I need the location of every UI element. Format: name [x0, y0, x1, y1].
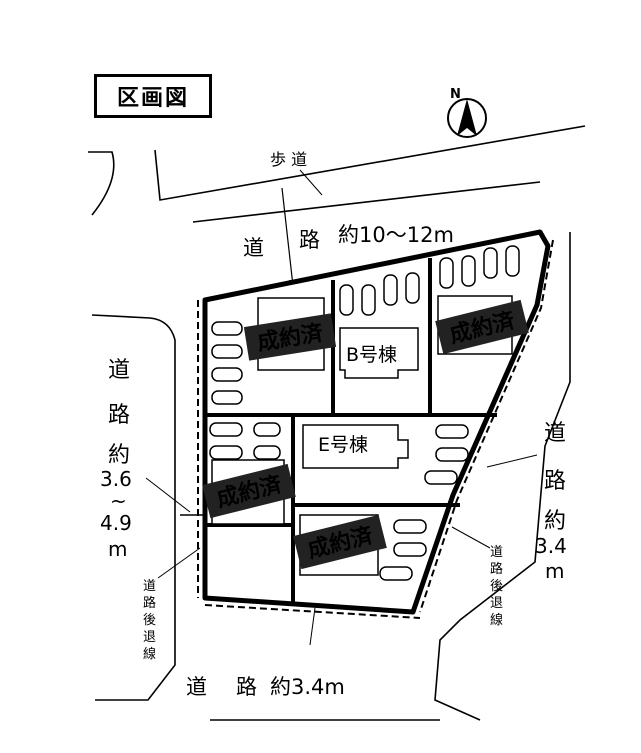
car-f-1 — [393, 519, 427, 534]
svg-text:後: 後 — [143, 613, 156, 628]
left-road-width-4: m — [108, 537, 127, 561]
right-setback-line — [419, 239, 554, 613]
right-road-width-1: 3.4 — [535, 534, 567, 558]
lot-b-label: B号棟 — [346, 344, 397, 366]
left-road-char-2: 路 — [108, 403, 130, 428]
svg-text:道: 道 — [490, 545, 503, 560]
car-b-4 — [405, 272, 420, 304]
car-a-1 — [211, 321, 243, 336]
right-road-char-3: 約 — [544, 509, 566, 534]
svg-text:後: 後 — [490, 579, 503, 594]
north-arrow-icon: N — [447, 87, 487, 138]
car-d-1 — [209, 422, 243, 437]
bottom-road-char-1: 道 — [186, 675, 207, 699]
left-road-width-2: ~ — [110, 489, 127, 513]
car-a-3 — [211, 367, 243, 382]
right-road-char-1: 道 — [544, 421, 566, 446]
car-d-2 — [209, 445, 243, 460]
svg-text:線: 線 — [490, 612, 503, 628]
svg-text:退: 退 — [143, 630, 156, 645]
top-road-width: 約10～12m — [338, 223, 454, 247]
lot-e-label: E号棟 — [318, 434, 368, 456]
sold-stamp-lot-a: 成約済 — [243, 313, 337, 361]
left-road-char-1: 道 — [108, 358, 130, 383]
car-b-2 — [361, 284, 376, 316]
car-f-3 — [379, 566, 413, 581]
right-setback-label: 道 路 後 退 線 — [490, 545, 503, 628]
bottom-setback-line — [204, 604, 421, 619]
left-road-width-1: 3.6 — [100, 467, 132, 491]
page-title: 区画図 — [94, 74, 212, 118]
car-d-4 — [253, 445, 281, 460]
road-edges — [88, 125, 586, 721]
car-c-4 — [505, 245, 520, 277]
bottom-road-char-2: 路 — [236, 675, 257, 699]
svg-text:路: 路 — [490, 561, 503, 577]
left-road-width-3: 4.9 — [100, 511, 132, 535]
car-f-2 — [393, 542, 427, 557]
top-road-char-2: 路 — [299, 228, 320, 252]
right-road-width-2: m — [545, 559, 564, 583]
car-e-3 — [424, 470, 458, 485]
car-b-1 — [339, 284, 354, 316]
parking-cars — [209, 245, 520, 581]
top-left-road-curve — [88, 151, 115, 216]
north-label: N — [450, 87, 461, 102]
car-c-2 — [461, 255, 476, 287]
car-d-3 — [253, 422, 281, 437]
svg-text:路: 路 — [143, 595, 156, 611]
sold-stamp-lot-d: 成約済 — [202, 463, 296, 519]
car-b-3 — [383, 274, 398, 306]
sidewalk-label: 歩 道 — [270, 150, 307, 169]
car-c-3 — [483, 247, 498, 279]
bottom-road-width: 約3.4m — [270, 675, 345, 699]
left-setback-label: 道 路 後 退 線 — [143, 579, 156, 662]
right-road-char-2: 路 — [544, 469, 566, 494]
svg-text:退: 退 — [490, 596, 503, 611]
car-e-1 — [435, 424, 469, 439]
car-a-2 — [211, 344, 243, 359]
car-a-4 — [211, 390, 243, 405]
top-road-char-1: 道 — [243, 236, 264, 260]
left-road-char-3: 約 — [108, 443, 130, 468]
svg-text:道: 道 — [143, 579, 156, 594]
top-road-upper-edge — [154, 125, 586, 201]
right-road-outer-edge — [434, 232, 571, 721]
left-road-outer-edge — [91, 314, 176, 701]
car-e-2 — [435, 447, 469, 462]
top-road-lower-edge — [192, 181, 541, 223]
car-c-1 — [439, 257, 454, 289]
svg-text:線: 線 — [143, 646, 156, 662]
